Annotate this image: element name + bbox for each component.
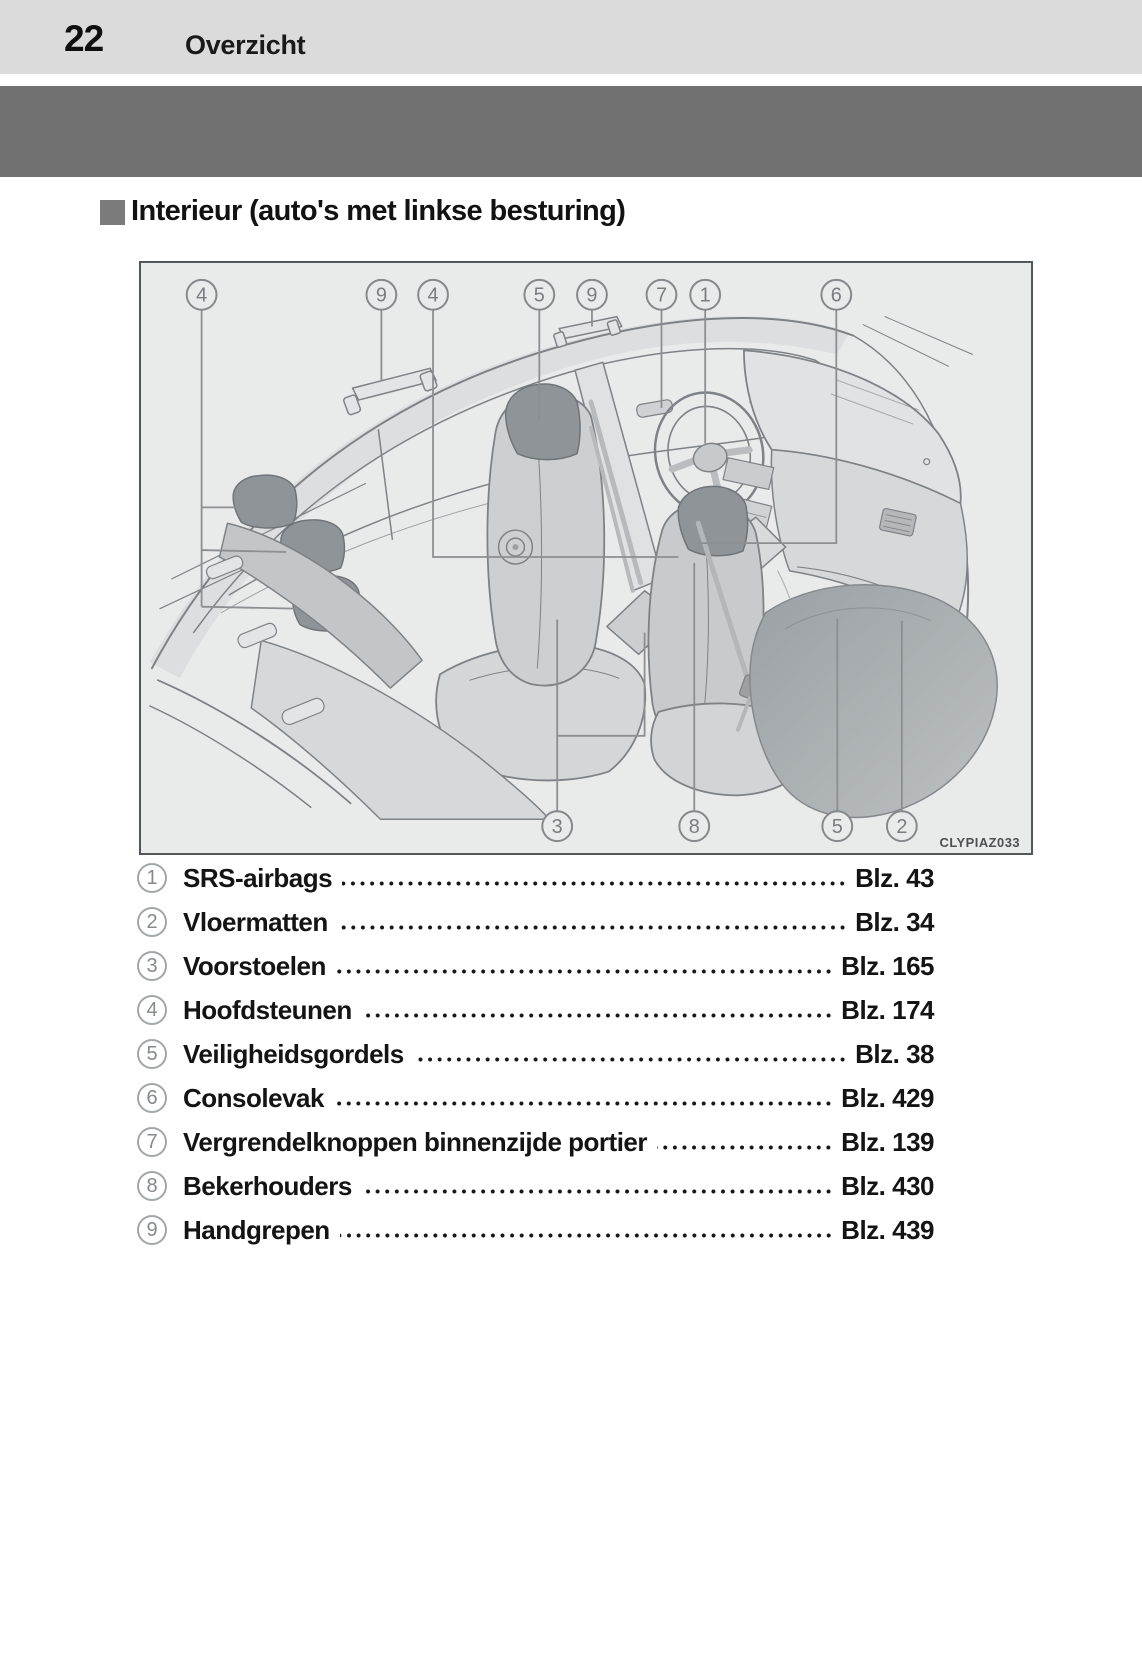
item-number-badge: 7 <box>137 1127 167 1157</box>
item-number-badge: 5 <box>137 1039 167 1069</box>
page-number: 22 <box>64 18 104 59</box>
figure-callout-9: 9 <box>365 278 398 311</box>
svg-text:1: 1 <box>700 285 711 307</box>
figure-callout-4: 4 <box>417 278 449 311</box>
svg-text:6: 6 <box>831 285 842 307</box>
figure-image-code: CLYPIAZ033 <box>940 835 1021 850</box>
svg-text:7: 7 <box>656 285 667 307</box>
chapter-banner <box>0 86 1142 177</box>
item-label: Vergrendelknoppen binnenzijde portier <box>183 1126 648 1157</box>
svg-text:5: 5 <box>534 285 545 307</box>
svg-text:9: 9 <box>376 285 387 307</box>
dot-leader <box>361 1012 834 1019</box>
dot-leader <box>333 1100 834 1107</box>
page-header-bar: 22 Overzicht <box>0 0 1142 74</box>
svg-text:8: 8 <box>689 816 700 838</box>
figure-index-list: 1 SRS-airbags Blz. 43 2 Vloermatten Blz.… <box>137 856 934 1252</box>
callout-leader-line <box>201 549 287 553</box>
heading-square-bullet-icon <box>100 200 125 225</box>
item-page-ref: Blz. 165 <box>841 950 934 981</box>
dot-leader <box>335 968 834 975</box>
item-number-badge: 2 <box>137 907 167 937</box>
figure-callout-6: 6 <box>820 278 853 311</box>
item-label: SRS-airbags <box>183 862 333 893</box>
list-item: 8 Bekerhouders Blz. 430 <box>137 1164 934 1208</box>
dot-leader <box>361 1188 834 1195</box>
callout-leader-line <box>201 605 296 610</box>
item-label: Veiligheidsgordels <box>183 1038 404 1069</box>
item-label: Consolevak <box>183 1082 324 1113</box>
list-item: 4 Hoofdsteunen Blz. 174 <box>137 988 934 1032</box>
item-page-ref: Blz. 429 <box>841 1082 934 1113</box>
list-item: 7 Vergrendelknoppen binnenzijde portier … <box>137 1120 934 1164</box>
figure-callout-7: 7 <box>645 278 678 311</box>
figure-callout-2: 2 <box>885 810 918 843</box>
figure-callout-9: 9 <box>576 278 608 311</box>
figure-callout-5: 5 <box>821 810 854 843</box>
item-number-badge: 3 <box>137 951 167 981</box>
svg-text:4: 4 <box>196 285 207 307</box>
item-label: Vloermatten <box>183 906 328 937</box>
callout-leader-line <box>432 309 679 558</box>
item-page-ref: Blz. 430 <box>841 1170 934 1201</box>
interior-diagram-figure: 4 9 4 5 9 7 1 6 3 8 5 2 CLYPIAZ033 <box>139 261 1033 855</box>
svg-text:3: 3 <box>552 816 563 838</box>
section-heading-title: Interieur (auto's met linkse besturing) <box>131 195 626 227</box>
item-page-ref: Blz. 34 <box>855 906 934 937</box>
list-item: 9 Handgrepen Blz. 439 <box>137 1208 934 1252</box>
item-number-badge: 4 <box>137 995 167 1025</box>
list-item: 2 Vloermatten Blz. 34 <box>137 900 934 944</box>
list-item: 3 Voorstoelen Blz. 165 <box>137 944 934 988</box>
dot-leader <box>337 924 848 931</box>
svg-text:5: 5 <box>832 816 843 838</box>
car-interior-illustration <box>149 315 998 823</box>
svg-text:4: 4 <box>428 285 439 307</box>
figure-callout-3: 3 <box>541 810 574 843</box>
item-number-badge: 9 <box>137 1215 167 1245</box>
chapter-title: Overzicht <box>185 30 306 60</box>
item-number-badge: 8 <box>137 1171 167 1201</box>
figure-callout-5: 5 <box>523 278 556 311</box>
section-heading: Interieur (auto's met linkse besturing) <box>100 195 626 228</box>
dot-leader <box>342 880 848 887</box>
item-page-ref: Blz. 174 <box>841 994 934 1025</box>
item-label: Hoofdsteunen <box>183 994 352 1025</box>
item-page-ref: Blz. 38 <box>855 1038 934 1069</box>
item-page-ref: Blz. 439 <box>841 1214 934 1245</box>
figure-annotations: 4 9 4 5 9 7 1 6 3 8 5 2 <box>185 278 918 843</box>
dot-leader <box>339 1232 834 1239</box>
item-page-ref: Blz. 43 <box>855 862 934 893</box>
callout-leader-line <box>698 309 838 544</box>
dot-leader <box>657 1144 834 1151</box>
figure-callout-4: 4 <box>185 278 218 311</box>
svg-text:9: 9 <box>586 285 597 307</box>
item-label: Bekerhouders <box>183 1170 352 1201</box>
figure-callout-8: 8 <box>678 810 711 843</box>
figure-callout-1: 1 <box>689 278 722 311</box>
item-label: Handgrepen <box>183 1214 330 1245</box>
dot-leader <box>413 1056 848 1063</box>
item-number-badge: 1 <box>137 863 167 893</box>
callout-leader-line <box>556 619 646 737</box>
list-item: 1 SRS-airbags Blz. 43 <box>137 856 934 900</box>
item-label: Voorstoelen <box>183 950 326 981</box>
item-page-ref: Blz. 139 <box>841 1126 934 1157</box>
svg-text:2: 2 <box>896 816 907 838</box>
item-number-badge: 6 <box>137 1083 167 1113</box>
list-item: 5 Veiligheidsgordels Blz. 38 <box>137 1032 934 1076</box>
list-item: 6 Consolevak Blz. 429 <box>137 1076 934 1120</box>
